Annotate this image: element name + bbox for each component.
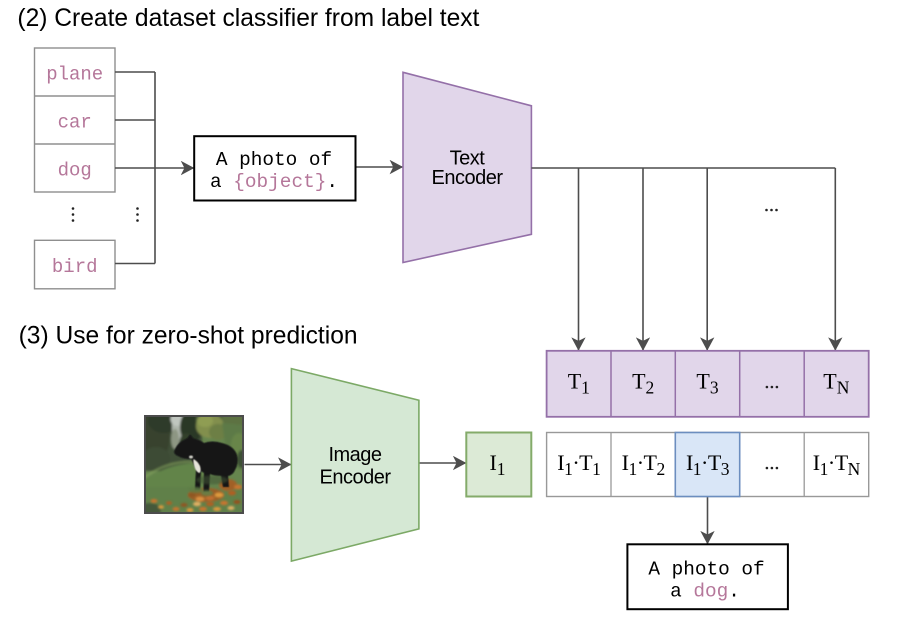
svg-text:Text: Text [450, 148, 486, 170]
svg-text:dog: dog [58, 160, 92, 182]
svg-text:a {object}.: a {object}. [210, 171, 338, 193]
svg-text:A photo of: A photo of [648, 558, 764, 580]
svg-text:Encoder: Encoder [432, 167, 504, 189]
svg-text:Encoder: Encoder [320, 467, 392, 489]
svg-text:bird: bird [52, 256, 98, 278]
svg-text:a dog.: a dog. [670, 581, 740, 603]
svg-text:Image: Image [328, 444, 381, 466]
svg-text:I1·T3: I1·T3 [686, 450, 730, 479]
svg-text:(3) Use for zero-shot predicti: (3) Use for zero-shot prediction [19, 322, 358, 349]
svg-text:plane: plane [46, 64, 103, 86]
svg-text:(2) Create dataset classifier: (2) Create dataset classifier from label… [17, 5, 479, 32]
svg-text:car: car [58, 112, 92, 134]
svg-text:A photo of: A photo of [216, 149, 332, 171]
